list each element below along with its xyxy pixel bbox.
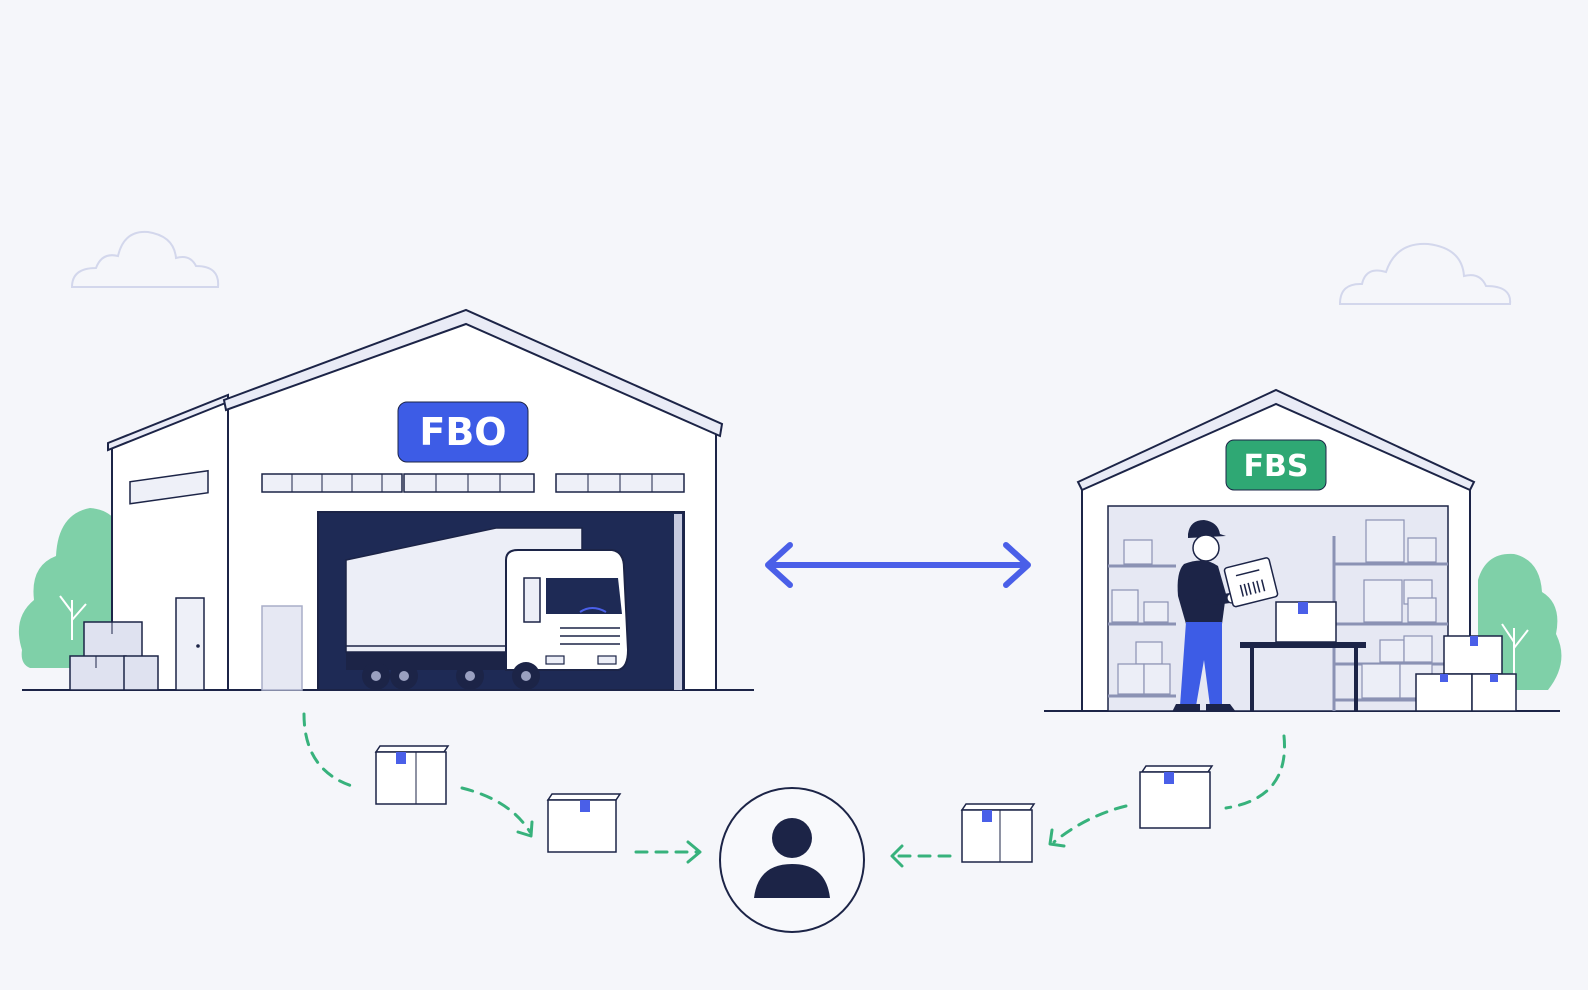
flow-path-fbs [894,734,1287,858]
fbo-badge: FBO [397,401,529,463]
flow-path-fbo [302,712,700,854]
worker-icon [1172,520,1279,712]
cloud-icon-left [70,230,220,288]
double-arrow-icon [765,542,1031,588]
user-icon [719,787,865,933]
box-icon-1 [374,745,450,805]
box-stack-left [69,621,159,691]
cloud-icon-right [1338,242,1512,305]
box-icon-2 [546,793,622,853]
fbs-badge-label: FBS [1244,449,1309,484]
box-icon-3 [960,803,1036,863]
truck-icon [345,527,630,690]
box-icon-4 [1139,765,1214,829]
fbo-badge-label: FBO [419,410,506,454]
fbs-badge: FBS [1225,439,1327,491]
fbs-warehouse [1076,388,1476,712]
